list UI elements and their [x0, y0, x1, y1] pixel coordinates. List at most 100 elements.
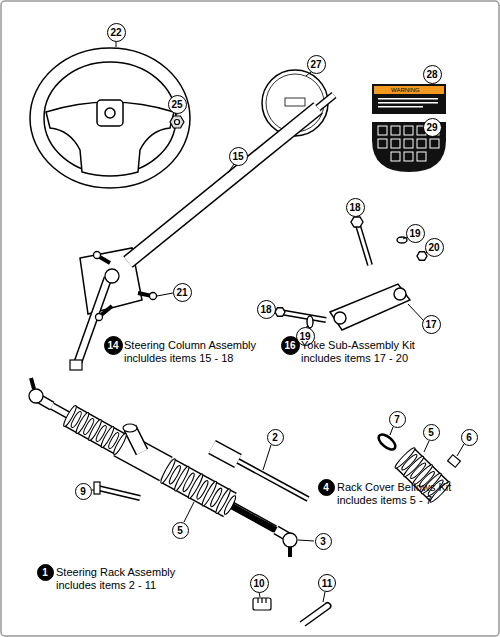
- leader-line: [390, 427, 393, 435]
- leader-line: [92, 490, 94, 491]
- callout-text: 14: [107, 340, 118, 351]
- callout-number: 25: [168, 95, 187, 114]
- steering-rack: [123, 424, 137, 432]
- hex-nut: [170, 116, 184, 128]
- callout-number: 1: [37, 564, 54, 581]
- callout-text: 4: [323, 482, 329, 493]
- callout-number: 29: [423, 118, 442, 137]
- leader-line: [116, 41, 117, 47]
- inner-tie-rod: [238, 461, 308, 499]
- callout-number: 21: [173, 283, 192, 302]
- hex-nut: [175, 120, 180, 125]
- leader-line: [259, 592, 260, 597]
- leader-line: [306, 72, 311, 76]
- leader-line: [184, 502, 194, 522]
- callout-text: 18: [260, 304, 271, 315]
- callout-text: 20: [428, 242, 439, 253]
- callout-number: 3: [315, 533, 332, 550]
- yoke-sub-assembly: [280, 312, 326, 320]
- safety-decal: [391, 126, 400, 135]
- callout-number: 18: [346, 198, 365, 217]
- callout-text: 10: [253, 578, 264, 589]
- steering-column: [318, 95, 334, 108]
- callout-text: 11: [322, 578, 333, 589]
- callout-number: 9: [75, 483, 92, 500]
- steering-rack: [283, 533, 297, 547]
- assembly-caption: Rack Cover Bellows Kit includes items 5 …: [337, 481, 472, 507]
- cotter-pin: [300, 603, 331, 626]
- safety-decal: [417, 139, 426, 148]
- callout-text: 7: [394, 414, 400, 425]
- warning-decal: [372, 84, 446, 114]
- yoke-sub-assembly: [357, 222, 370, 265]
- callout-text: 5: [177, 525, 183, 536]
- yoke-sub-assembly: [351, 217, 363, 227]
- rack-bellows: [223, 495, 237, 516]
- steering-column: [128, 108, 318, 262]
- callout-number: 7: [389, 411, 406, 428]
- mounting-bolt: [94, 252, 101, 259]
- inner-tie-rod: [212, 447, 238, 461]
- callout-text: 15: [232, 151, 243, 162]
- steering-column: [78, 278, 108, 362]
- yoke-sub-assembly: [330, 284, 410, 330]
- yoke-sub-assembly: [394, 288, 406, 300]
- leader-line: [298, 540, 314, 541]
- steering-rack: [230, 505, 276, 530]
- steering-wheel: [30, 48, 190, 188]
- safety-decal: [404, 126, 413, 135]
- callout-number: 27: [307, 55, 326, 74]
- steering-rack: [50, 405, 275, 529]
- callout-number: 19: [406, 224, 425, 243]
- rack-bellows: [112, 432, 128, 455]
- callout-text: 25: [171, 99, 182, 110]
- safety-decal: [430, 139, 439, 148]
- callout-number: 4: [318, 479, 335, 496]
- castle-nut: [253, 598, 271, 610]
- callout-text: 9: [80, 486, 86, 497]
- leader-line: [92, 41, 464, 602]
- safety-decal: [378, 139, 387, 148]
- steering-column: [105, 269, 119, 283]
- callout-text: 6: [466, 432, 472, 443]
- callout-text: 2: [272, 432, 278, 443]
- yoke-sub-assembly: [275, 217, 427, 330]
- safety-decal: [404, 139, 413, 148]
- leader-line: [323, 592, 325, 602]
- inner-tie-rod: [212, 447, 238, 461]
- callout-text: 27: [310, 59, 321, 70]
- rack-bolt: [98, 488, 140, 498]
- inner-tie-rod: [212, 447, 308, 499]
- safety-decal: [417, 152, 426, 161]
- callout-number: 16: [281, 336, 300, 355]
- mounting-bolt: [94, 252, 157, 321]
- assembly-caption: Yoke Sub-Assembly Kit includes items 17 …: [301, 339, 431, 365]
- steering-rack: [288, 547, 292, 557]
- castle-nut: [261, 598, 262, 603]
- callout-text: 5: [428, 427, 434, 438]
- steering-column: [70, 360, 82, 370]
- mounting-bolt: [150, 293, 157, 300]
- yoke-sub-assembly: [357, 222, 370, 265]
- leader-line: [263, 445, 271, 470]
- callout-text: 16: [284, 340, 295, 351]
- callout-text: 22: [110, 27, 121, 38]
- safety-decal: [404, 152, 413, 161]
- leader-line: [457, 444, 464, 456]
- steering-column: [78, 278, 108, 362]
- callout-text: 3: [320, 536, 326, 547]
- callout-text: 29: [426, 122, 437, 133]
- steering-column: [128, 108, 318, 262]
- steering-rack: [31, 378, 34, 389]
- steering-wheel: [30, 48, 190, 188]
- callout-number: 14: [104, 336, 123, 355]
- leader-line: [424, 441, 429, 452]
- callout-text: 21: [176, 287, 187, 298]
- yoke-sub-assembly: [275, 308, 285, 317]
- callout-number: 28: [423, 65, 442, 84]
- leader-line: [157, 293, 173, 296]
- steering-column: [70, 95, 334, 370]
- callout-text: 1: [42, 567, 48, 578]
